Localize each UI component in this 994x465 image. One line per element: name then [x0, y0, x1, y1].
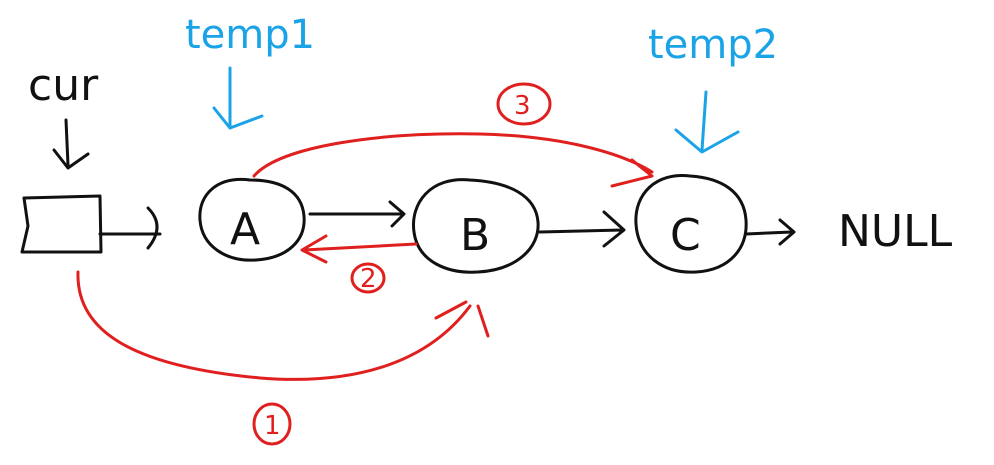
temp2-down-arrow: [674, 90, 740, 154]
cur-box: [20, 194, 103, 254]
step-2-label: 2: [360, 264, 377, 294]
node-b-circle: [412, 178, 540, 274]
step-2-marker: 2: [350, 262, 386, 294]
temp2-label: temp2: [648, 22, 778, 68]
cur-down-arrow: [52, 118, 90, 170]
temp1-down-arrow: [212, 66, 264, 130]
step-2-circle: [350, 262, 386, 294]
node-b-label: B: [460, 210, 490, 261]
node-a-circle: [198, 177, 306, 262]
node-a-label: A: [230, 204, 260, 255]
step-1-marker: 1: [252, 402, 292, 446]
step-1-curve: [76, 270, 490, 381]
node-a: A: [198, 177, 306, 262]
node-c: C: [634, 174, 748, 274]
node-c-label: C: [670, 210, 701, 261]
cur-label: cur: [28, 60, 99, 111]
b-to-c-arrow: [538, 210, 626, 248]
step-2-arrow: [300, 234, 418, 264]
step-3-label: 3: [514, 91, 531, 121]
c-to-null-arrow: [744, 218, 796, 246]
node-b: B: [412, 178, 540, 274]
step-1-label: 1: [264, 411, 281, 441]
a-to-b-arrow: [308, 200, 406, 228]
temp1-label: temp1: [185, 12, 315, 58]
step-3-circle: [496, 82, 552, 126]
box-to-a-arrow: [98, 206, 162, 250]
null-label: NULL: [838, 206, 953, 257]
step-3-marker: 3: [496, 82, 552, 126]
step-1-circle: [252, 402, 292, 446]
node-c-circle: [634, 174, 748, 274]
step-3-curve: [252, 132, 654, 188]
